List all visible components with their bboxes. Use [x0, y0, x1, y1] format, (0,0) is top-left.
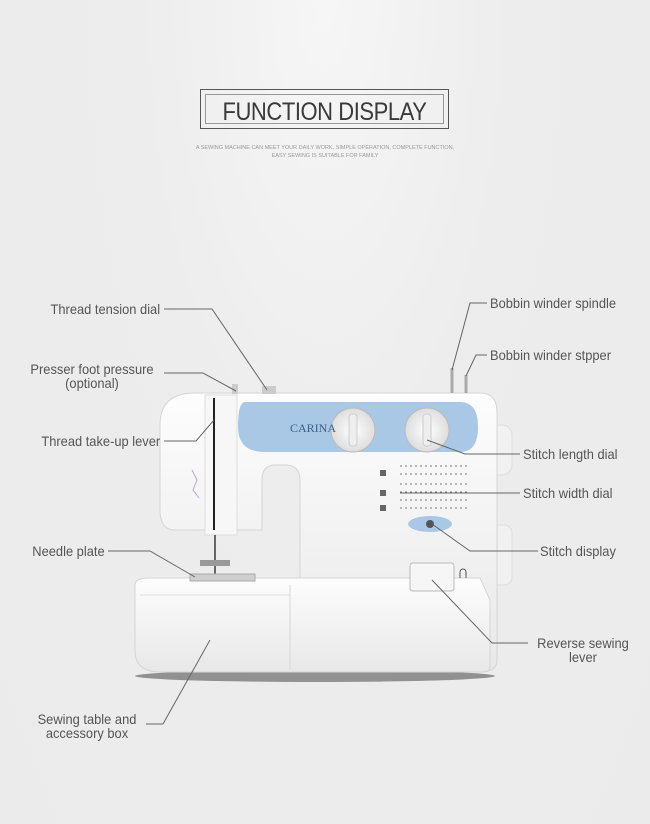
label-reverse-line2: lever — [569, 649, 597, 665]
title-box: FUNCTION DISPLAY — [200, 89, 449, 129]
label-stitch-length-dial: Stitch length dial — [523, 446, 618, 462]
label-presser-foot-line1: Presser foot pressure — [30, 361, 154, 377]
label-stitch-display: Stitch display — [540, 543, 616, 559]
subtitle: A SEWING MACHINE CAN MEET YOUR DAILY WOR… — [190, 144, 460, 160]
label-reverse-sewing-lever: Reverse sewing lever — [532, 636, 633, 664]
subtitle-line-1: A SEWING MACHINE CAN MEET YOUR DAILY WOR… — [195, 145, 455, 151]
machine-arm — [159, 392, 498, 673]
machine-shadow — [135, 670, 495, 682]
label-thread-tension-dial: Thread tension dial — [50, 301, 160, 317]
label-presser-foot-pressure: Presser foot pressure (optional) — [26, 362, 158, 390]
label-presser-foot-line2: (optional) — [65, 375, 119, 391]
label-sewing-table-line2: accessory box — [45, 725, 129, 741]
label-stitch-width-dial: Stitch width dial — [523, 485, 613, 501]
label-sewing-table-line1: Sewing table and — [37, 711, 137, 727]
reverse-sewing-lever — [409, 562, 455, 592]
label-bobbin-winder-stopper: Bobbin winder stpper — [490, 347, 612, 363]
leader-lines — [108, 302, 538, 725]
label-reverse-line1: Reverse sewing — [537, 635, 629, 651]
stitch-chart — [380, 470, 386, 511]
label-bobbin-winder-spindle: Bobbin winder spindle — [490, 295, 617, 311]
needle-plate — [189, 573, 256, 582]
label-thread-take-up-lever: Thread take-up lever — [41, 433, 160, 449]
label-needle-plate: Needle plate — [32, 543, 105, 559]
subtitle-line-2: EASY SEWING IS SUITABLE FOR FAMILY — [271, 153, 379, 159]
machine-base — [134, 577, 491, 673]
label-sewing-table: Sewing table and accessory box — [30, 712, 144, 740]
